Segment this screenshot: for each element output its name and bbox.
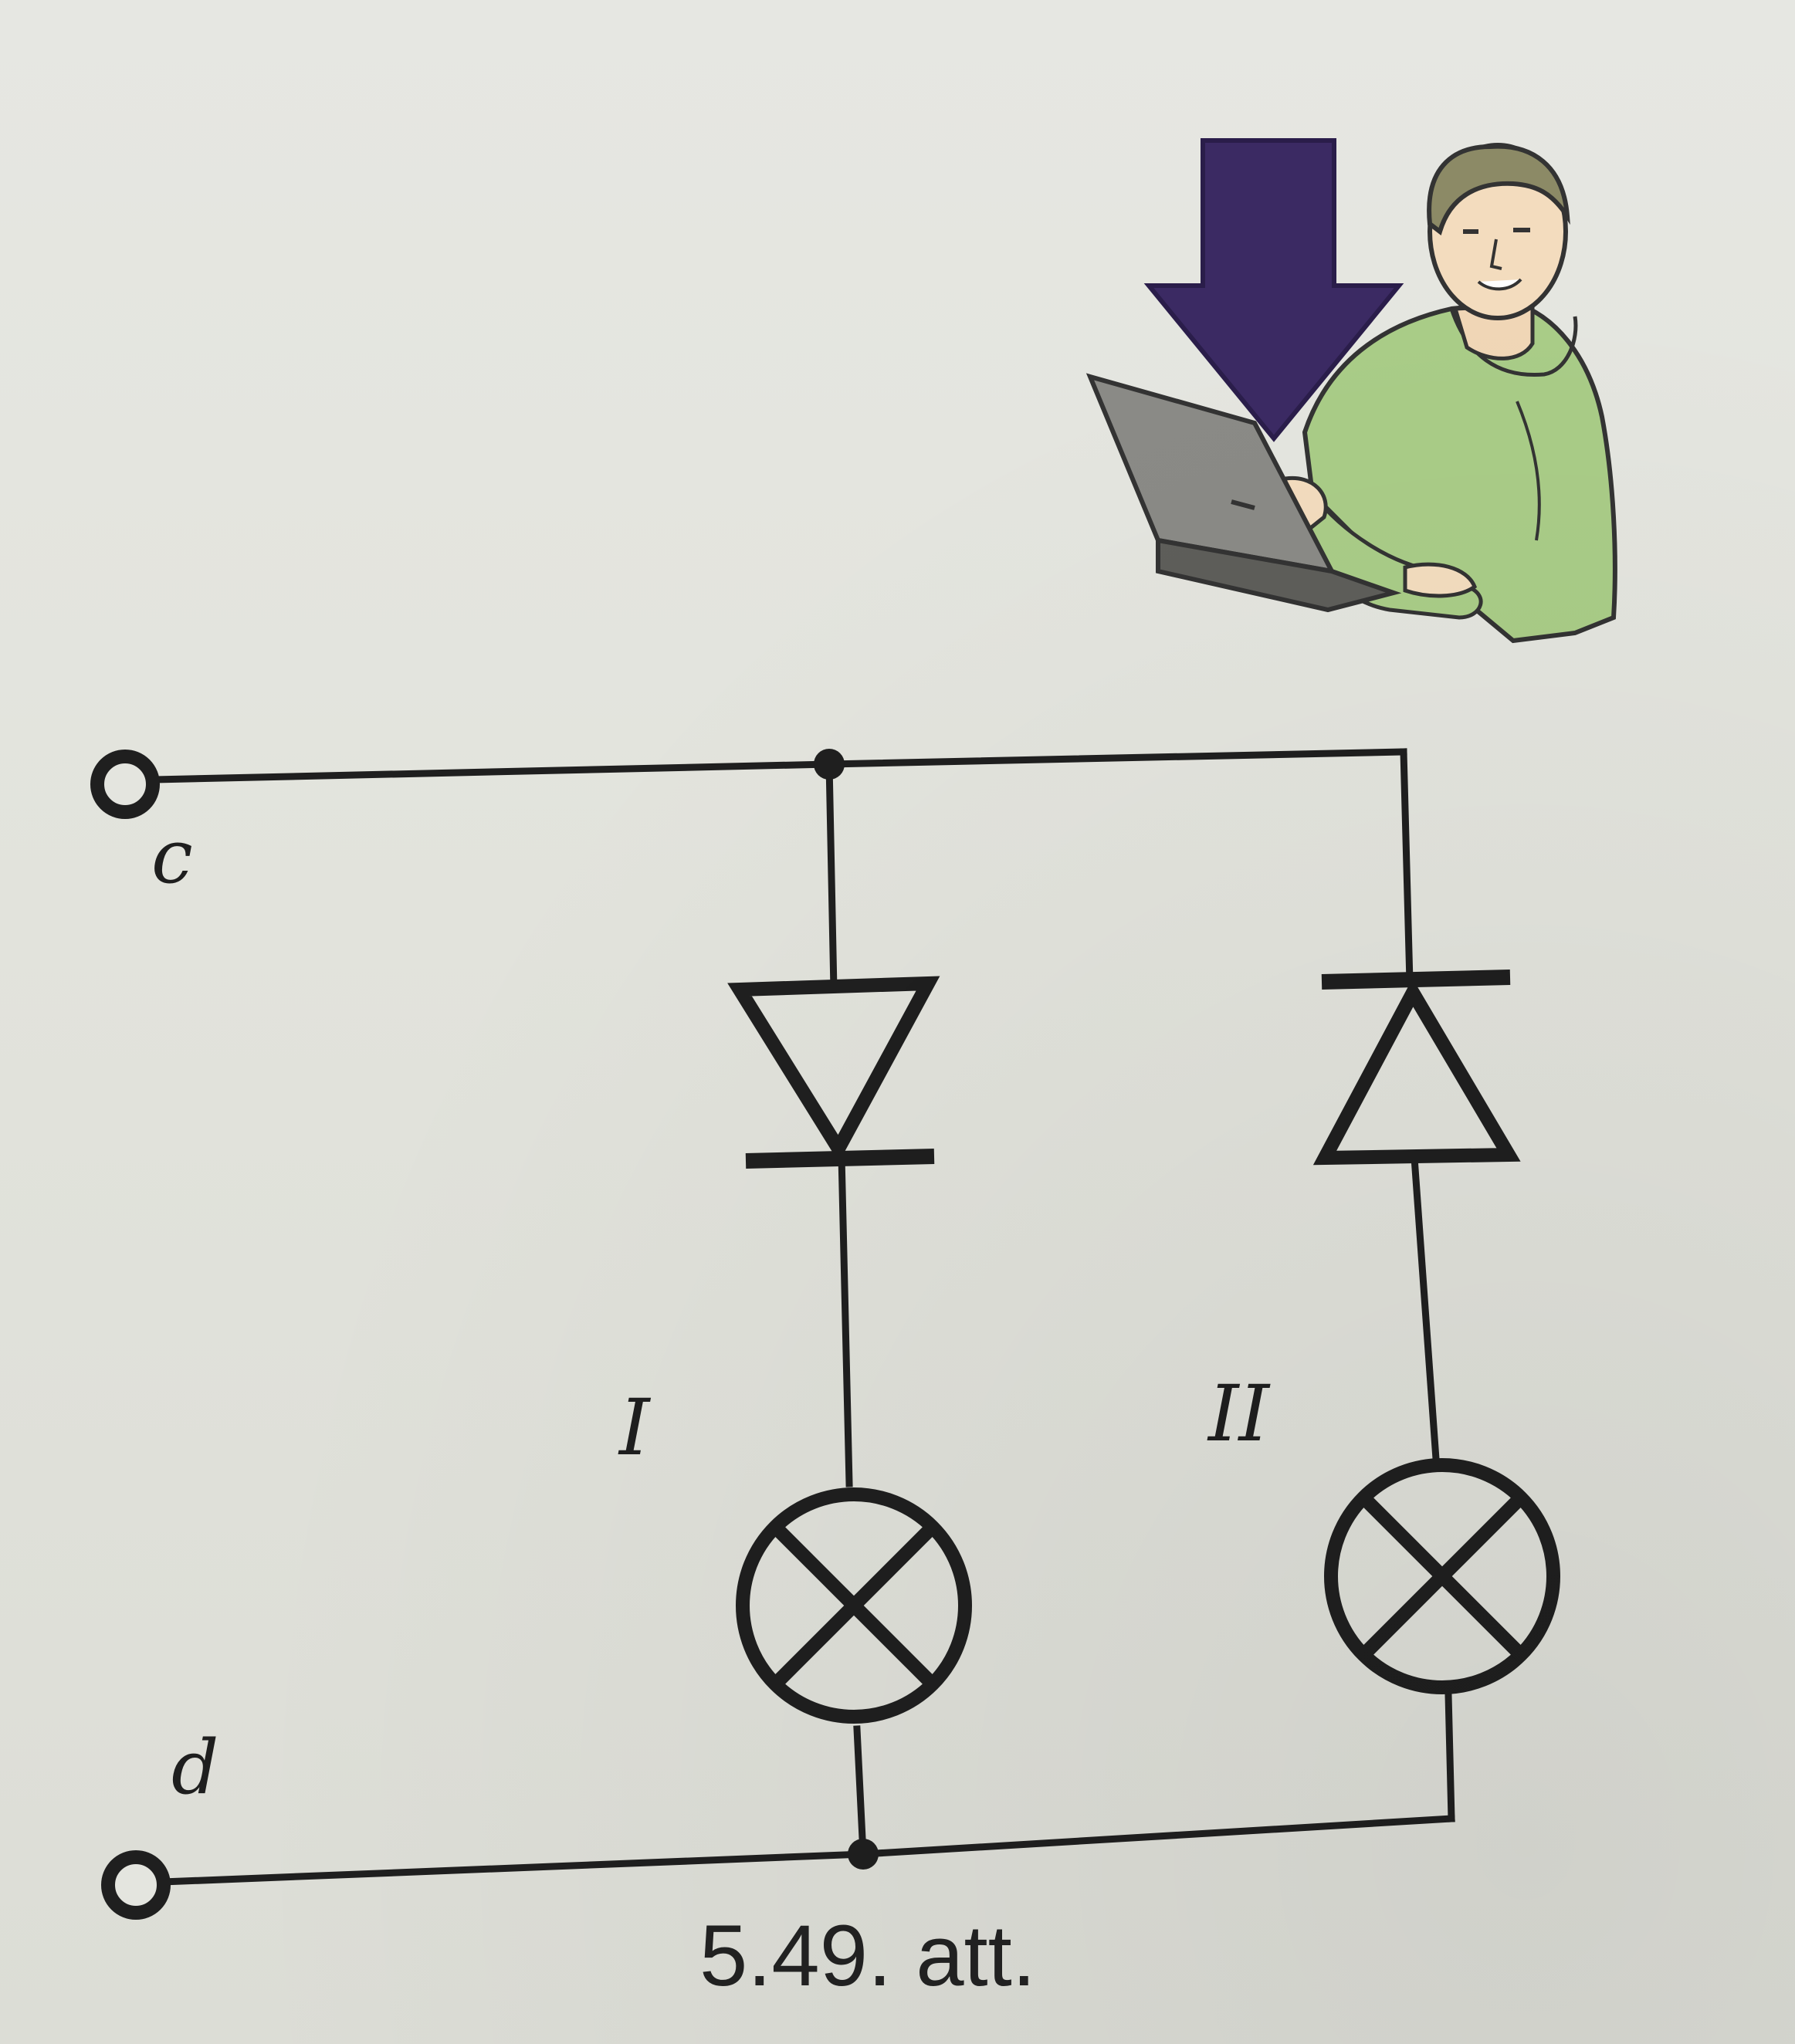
- laptop-icon: [1085, 373, 1402, 613]
- branch-i-wire-middle: [838, 1152, 853, 1487]
- terminal-d: [101, 1850, 171, 1920]
- terminal-d-label: d: [171, 1724, 219, 1811]
- branch-ii-wire-bottom: [1444, 1691, 1455, 1822]
- bottom-wire: [160, 1850, 867, 1886]
- download-arrow-icon: [1143, 138, 1404, 442]
- lamp-i: [736, 1487, 972, 1724]
- diode-i: [727, 976, 940, 1169]
- junction-bottom: [848, 1839, 879, 1870]
- branch-i-wire-bottom: [853, 1725, 867, 1858]
- branch-ii-wire-top: [1400, 748, 1414, 986]
- branch-i-wire-top: [825, 760, 838, 993]
- top-wire: [151, 760, 833, 783]
- figure-caption: 5.49. att.: [699, 1907, 1036, 2004]
- bottom-wire-right: [859, 1815, 1455, 1858]
- diode-ii: [1312, 970, 1521, 1166]
- branch-ii-wire-middle: [1411, 1154, 1440, 1463]
- lamp-ii: [1324, 1458, 1560, 1694]
- terminal-c: [90, 750, 160, 819]
- top-wire-right: [825, 748, 1407, 768]
- branch-i-label: I: [619, 1382, 650, 1473]
- junction-top: [814, 749, 845, 780]
- branch-ii-label: II: [1208, 1369, 1270, 1459]
- person-figure: [1282, 143, 1617, 644]
- terminal-c-label: c: [151, 814, 193, 900]
